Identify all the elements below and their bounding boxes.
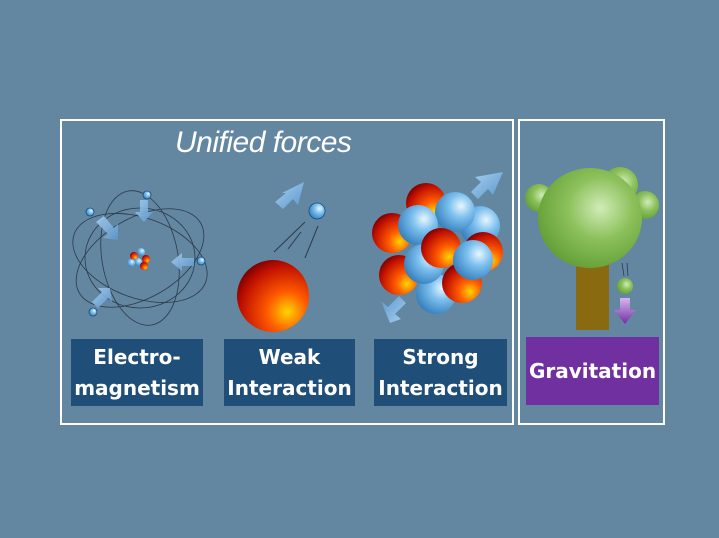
force-label-line: Interaction — [378, 375, 503, 400]
electron-icon — [85, 190, 206, 317]
electromagnetism-label: Electro-magnetism — [71, 339, 203, 406]
force-label-line: magnetism — [74, 375, 200, 400]
weak-decay-icon — [237, 182, 326, 332]
force-label-line: Electro- — [93, 344, 181, 369]
gravitation-frame — [518, 119, 665, 425]
atom-icon — [72, 190, 208, 326]
gravitation-label: Gravitation — [526, 337, 659, 405]
force-label-line: Strong — [402, 344, 479, 369]
gravitation-text: Gravitation — [528, 358, 657, 383]
tree-icon — [525, 167, 659, 330]
force-arrow-icon — [92, 200, 194, 308]
force-label-line: Weak — [258, 344, 321, 369]
force-label-line: Interaction — [227, 375, 352, 400]
unified-forces-title: Unified forces — [175, 126, 352, 159]
falling-arrow-icon — [614, 298, 636, 324]
nucleus-icon — [372, 172, 503, 323]
unified-forces-frame — [60, 119, 514, 425]
atom-nucleus-icon — [127, 248, 150, 270]
